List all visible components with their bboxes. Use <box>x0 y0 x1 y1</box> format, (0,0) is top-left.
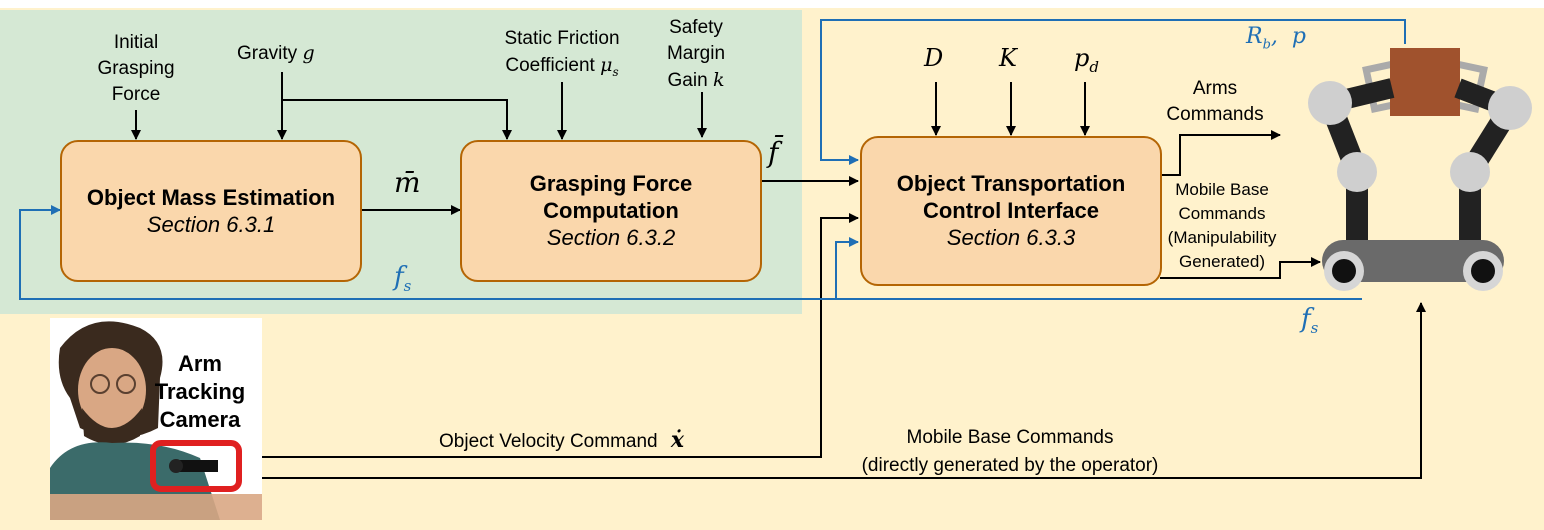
camera-icon <box>150 440 242 492</box>
label-mobile-1: Mobile Base <box>1175 180 1269 199</box>
feedback-fs-mass <box>19 205 1362 300</box>
label-mobile-commands: Mobile Base Commands (Manipulability Gen… <box>1160 178 1284 274</box>
feedback-Rb-p <box>820 19 1406 165</box>
label-m-bar: m̄ <box>394 166 421 199</box>
robot-icon <box>1308 48 1532 291</box>
block-transport-section: Section 6.3.3 <box>946 225 1076 250</box>
block-grasping-force: Grasping Force Computation Section 6.3.2 <box>460 140 762 282</box>
label-mobile-4: Generated) <box>1179 252 1265 271</box>
label-mobile-direct-2: (directly generated by the operator) <box>861 455 1159 476</box>
label-mobile-direct-1: Mobile Base Commands <box>906 427 1114 448</box>
label-gravity-symbol: g <box>302 42 315 64</box>
label-fs-right-sub: s <box>1310 319 1319 338</box>
label-safety: Safety Margin Gain k <box>654 15 738 94</box>
label-fs-left-sub: s <box>403 277 412 296</box>
label-friction-sub: s <box>612 64 619 79</box>
label-f-bar: f̄ <box>768 136 779 169</box>
label-Rb-sub: b <box>1262 37 1271 53</box>
camera-title-2: Tracking <box>154 379 246 404</box>
label-Rb-symbol: R <box>1246 24 1263 49</box>
label-mobile-3: (Manipulability <box>1167 228 1277 247</box>
label-velocity-text: Object Velocity Command <box>439 431 658 452</box>
label-mobile-direct: Mobile Base Commands (directly generated… <box>830 424 1190 480</box>
label-pd-sub: d <box>1089 57 1099 76</box>
arrow-mobile-direct <box>238 302 1426 479</box>
block-grasp-title-2: Computation <box>543 198 679 223</box>
label-arms-2: Commands <box>1166 104 1264 125</box>
arrow-arms-commands <box>1160 130 1281 176</box>
label-arms-commands: Arms Commands <box>1160 76 1270 128</box>
label-gravity: Gravity g <box>237 40 315 67</box>
label-friction-1: Static Friction <box>504 28 620 49</box>
label-safety-1: Safety <box>669 17 723 38</box>
label-fs-right: fs <box>1301 304 1318 337</box>
label-safety-2: Margin <box>666 43 726 64</box>
label-friction-2: Coefficient <box>505 55 595 76</box>
arrow-mobile-commands <box>1160 257 1321 279</box>
label-pd-symbol: p <box>1074 44 1090 72</box>
label-gravity-text: Gravity <box>237 43 298 64</box>
camera-title-3: Camera <box>159 407 241 432</box>
label-fs-right-symbol: f <box>1301 304 1311 334</box>
camera-title-1: Arm <box>177 351 222 376</box>
label-safety-k: k <box>712 69 725 91</box>
label-initial-force: Initial Grasping Force <box>76 30 196 108</box>
block-transport-title-2: Control Interface <box>922 198 1100 223</box>
block-transport-title-1: Object Transportation <box>896 171 1126 196</box>
label-K: K <box>999 44 1017 72</box>
block-mass-estimation: Object Mass Estimation Section 6.3.1 <box>60 140 362 282</box>
label-velocity-symbol: ẋ <box>670 427 684 453</box>
label-arms-1: Arms <box>1192 78 1238 99</box>
label-safety-3: Gain <box>667 70 708 91</box>
camera-title: Arm Tracking Camera <box>150 350 250 434</box>
label-Rb-p: Rb, p <box>1246 24 1306 52</box>
block-mass-title: Object Mass Estimation <box>86 184 336 210</box>
label-p: , p <box>1270 24 1306 49</box>
label-D: D <box>924 44 944 72</box>
block-transport-interface: Object Transportation Control Interface … <box>860 136 1162 286</box>
label-mobile-2: Commands <box>1178 204 1266 223</box>
arrow-gravity-to-grasp <box>282 99 512 140</box>
label-friction-mu: μ <box>600 54 613 76</box>
block-grasp-section: Section 6.3.2 <box>546 225 676 250</box>
label-friction: Static Friction Coefficient μs <box>492 26 632 85</box>
arrow-velocity-command <box>238 213 859 458</box>
label-fs-left-symbol: f <box>394 262 404 292</box>
block-grasp-title-1: Grasping Force <box>529 171 693 196</box>
block-mass-section: Section 6.3.1 <box>146 211 276 237</box>
label-initial-force-3: Force <box>111 84 161 105</box>
label-initial-force-2: Grasping <box>97 58 175 79</box>
label-velocity-command: Object Velocity Command ẋ <box>439 427 684 455</box>
label-pd: pd <box>1074 44 1099 76</box>
label-initial-force-1: Initial <box>113 32 159 53</box>
label-fs-left: fs <box>394 262 411 295</box>
feedback-fs-transport <box>835 237 859 299</box>
